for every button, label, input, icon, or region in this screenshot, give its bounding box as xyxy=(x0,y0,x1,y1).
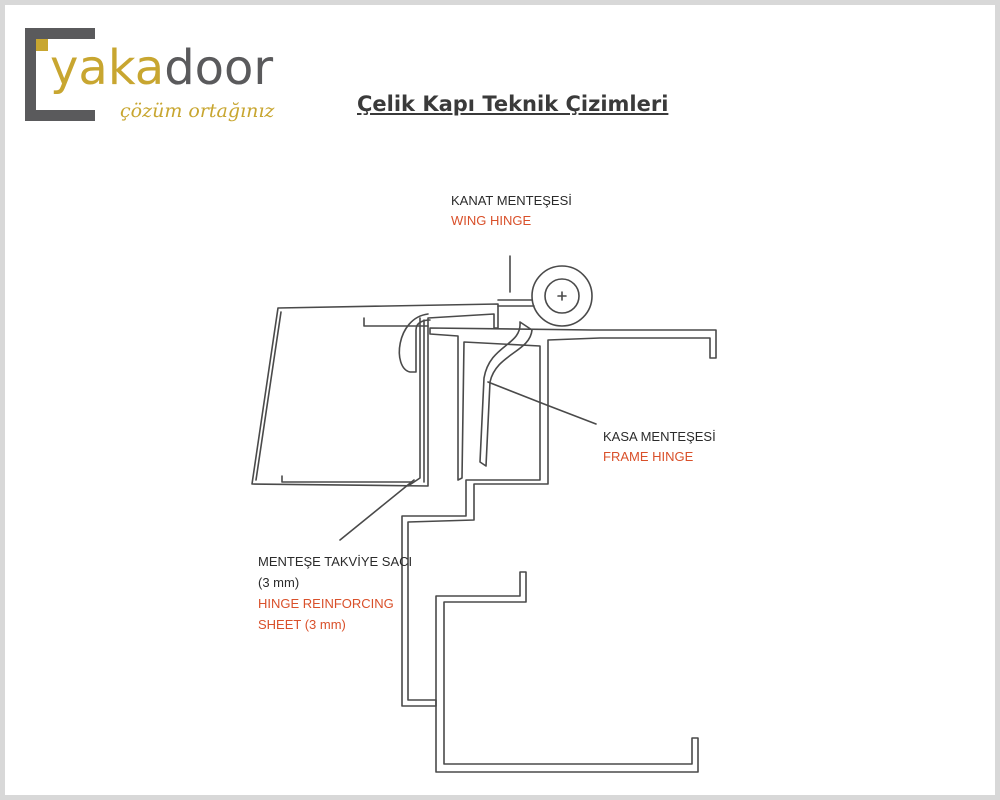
wing-hinge-pin xyxy=(557,291,567,301)
frame-lower-profile xyxy=(435,571,699,773)
label-wing-hinge-tr: KANAT MENTEŞESİ xyxy=(451,193,572,208)
leaf-stiffener-top xyxy=(363,317,429,327)
label-reinforcing-tr-2: (3 mm) xyxy=(258,575,299,590)
door-leaf-outline xyxy=(251,303,499,487)
logo-bracket-top xyxy=(25,28,95,39)
label-frame-hinge-en: FRAME HINGE xyxy=(603,449,694,464)
wing-hinge-plate xyxy=(497,299,535,307)
logo-tagline: çözüm ortağınız xyxy=(120,100,275,122)
label-reinforcing-tr-1: MENTEŞE TAKVİYE SACI xyxy=(258,554,412,569)
label-wing-hinge-en: WING HINGE xyxy=(451,213,531,228)
door-frame-profile xyxy=(401,327,717,707)
leaf-stiffener-bottom xyxy=(281,475,413,483)
image-frame xyxy=(5,5,995,795)
logo-gold-square xyxy=(36,39,48,51)
label-reinforcing-en-2: SHEET (3 mm) xyxy=(258,617,346,632)
logo-wordmark: yakadoor xyxy=(50,40,273,96)
frame-hinge-body xyxy=(479,321,533,467)
logo-word-yaka: yaka xyxy=(50,40,165,96)
wing-hinge-knuckle xyxy=(531,265,593,327)
label-frame-hinge-tr: KASA MENTEŞESİ xyxy=(603,429,716,444)
frame-hinge-leader xyxy=(487,381,597,425)
door-leaf-inner xyxy=(255,311,282,481)
leaf-hinge-tab xyxy=(398,313,431,373)
reinforcing-leader xyxy=(339,479,415,541)
wing-hinge-pin-ring xyxy=(544,278,580,314)
page-title: Çelik Kapı Teknik Çizimleri xyxy=(357,92,669,116)
label-reinforcing-en-1: HINGE REINFORCING xyxy=(258,596,394,611)
yakadoor-logo: yakadoor çözüm ortağınız xyxy=(22,24,322,132)
reinforcing-sheet xyxy=(407,317,425,487)
logo-word-door: door xyxy=(164,40,274,96)
logo-bracket-bottom xyxy=(25,110,95,121)
